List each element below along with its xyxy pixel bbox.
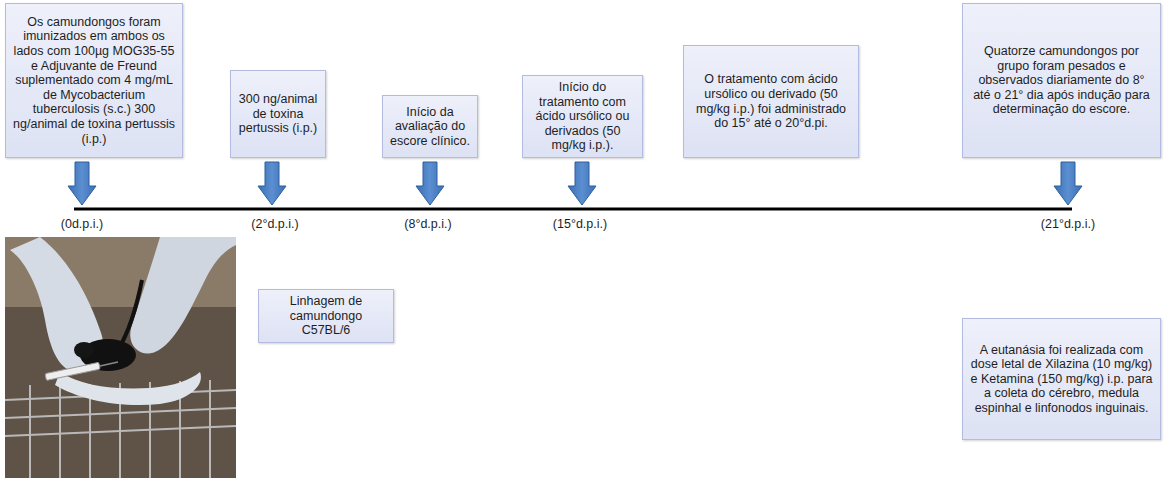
lab-photo (5, 237, 236, 478)
day-label: (21°d.p.i.) (1041, 217, 1095, 231)
timeline-box: Início do tratamento com ácido ursólico … (522, 75, 643, 158)
down-arrow (68, 162, 96, 205)
timeline-box: Início da avaliação do escore clínico. (382, 95, 478, 158)
box-text: Linhagem de camundongo C57BL/6 (264, 294, 388, 338)
box-text: Início da avaliação do escore clínico. (388, 105, 472, 149)
day-label: (8°d.p.i.) (404, 217, 451, 231)
timeline-box: A eutanásia foi realizada com dose letal… (962, 318, 1161, 440)
down-arrow (416, 162, 444, 205)
down-arrow (568, 162, 596, 205)
day-label: (15°d.p.i.) (553, 217, 607, 231)
timeline-box: Os camundongos foram imunizados em ambos… (5, 3, 183, 158)
box-text: O tratamento com ácido ursólico ou deriv… (689, 72, 853, 130)
day-label: (0d.p.i.) (61, 217, 103, 231)
timeline-box: Quatorze camundongos por grupo foram pes… (962, 3, 1161, 158)
box-text: 300 ng/animal de toxina pertussis (i.p.) (236, 92, 320, 136)
box-text: A eutanásia foi realizada com dose letal… (968, 343, 1155, 416)
down-arrow (1054, 162, 1082, 205)
box-text: Quatorze camundongos por grupo foram pes… (968, 44, 1155, 117)
down-arrow (258, 162, 286, 205)
box-text: Início do tratamento com ácido ursólico … (528, 80, 637, 153)
timeline-box: 300 ng/animal de toxina pertussis (i.p.) (230, 70, 326, 158)
day-label: (2°d.p.i.) (251, 217, 298, 231)
box-text: Os camundongos foram imunizados em ambos… (11, 15, 177, 146)
timeline-axis (74, 208, 1072, 211)
timeline-box: O tratamento com ácido ursólico ou deriv… (683, 45, 859, 158)
timeline-box: Linhagem de camundongo C57BL/6 (258, 289, 394, 343)
